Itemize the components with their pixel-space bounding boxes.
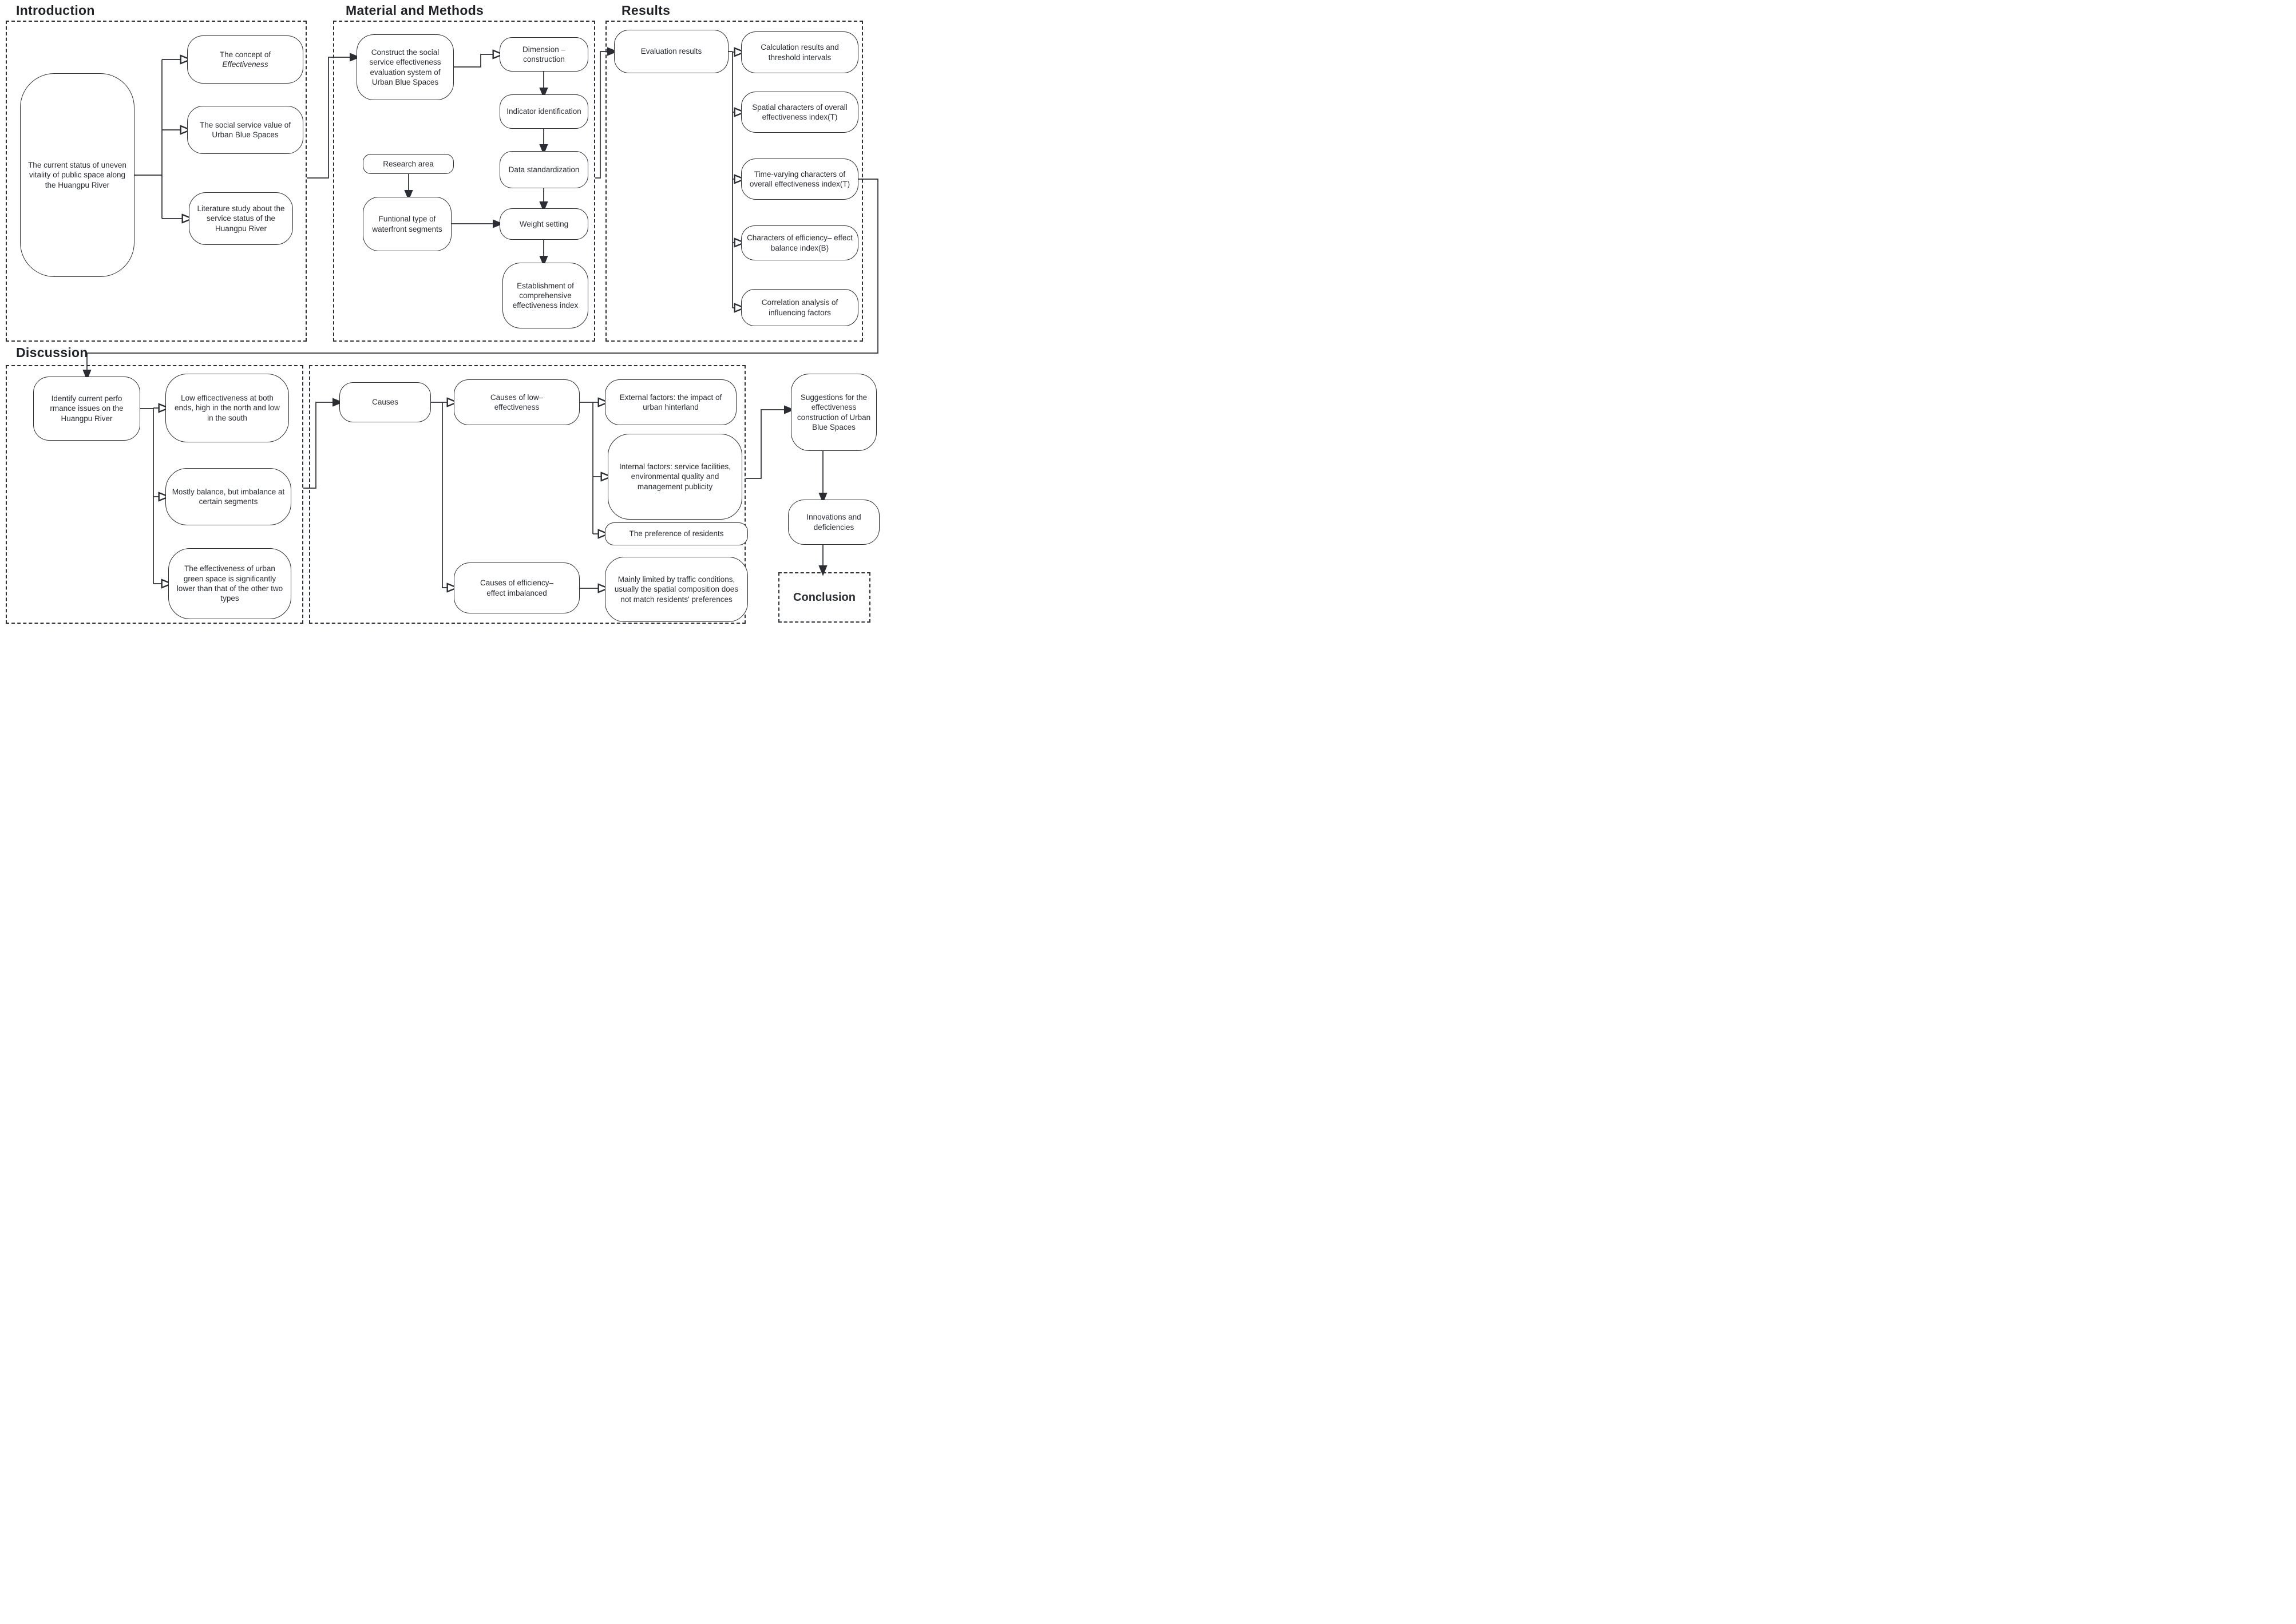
node-concept-of-effectiveness: The concept of Effectiveness [187, 35, 303, 84]
node-identify-issues: Identify current perfo rmance issues on … [33, 377, 140, 441]
concept-text-italic: Effectiveness [222, 60, 268, 69]
node-mostly-balance-finding: Mostly balance, but imbalance at certain… [165, 468, 291, 525]
node-weight-setting: Weight setting [500, 208, 588, 240]
introduction-section-border [6, 21, 307, 342]
node-causes: Causes [339, 382, 431, 422]
node-social-service-value: The social service value of Urban Blue S… [187, 106, 303, 154]
node-mainly-limited-traffic: Mainly limited by traffic conditions, us… [605, 557, 748, 622]
node-functional-type: Funtional type of waterfront segments [363, 197, 452, 251]
section-title-results: Results [621, 3, 671, 18]
node-data-standardization: Data standardization [500, 151, 588, 188]
node-dimension-construction: Dimension – construction [500, 37, 588, 72]
node-external-factors: External factors: the impact of urban hi… [605, 379, 737, 425]
node-innovations-deficiencies: Innovations and deficiencies [788, 500, 880, 545]
conclusion-section-border [778, 572, 870, 623]
node-evaluation-results: Evaluation results [614, 30, 729, 73]
concept-text: The concept of [219, 50, 271, 59]
flow-diagram: Introduction Material and Methods Result… [0, 0, 883, 625]
node-construct-evaluation-system: Construct the social service effectivene… [357, 34, 454, 100]
connector-lines [82, 47, 878, 625]
node-calculation-results: Calculation results and threshold interv… [741, 31, 858, 73]
section-title-introduction: Introduction [16, 3, 95, 18]
discussion-middle-section-border [309, 365, 746, 624]
node-internal-factors: Internal factors: service facilities, en… [608, 434, 742, 520]
node-balance-index-characters: Characters of efficiency– effect balance… [741, 225, 858, 260]
section-title-discussion: Discussion [16, 345, 88, 360]
node-research-area: Research area [363, 154, 454, 174]
section-title-material-methods: Material and Methods [346, 3, 484, 18]
node-correlation-analysis: Correlation analysis of influencing fact… [741, 289, 858, 326]
conclusion-label: Conclusion [793, 591, 856, 604]
node-establishment-index: Establishment of comprehensive effective… [502, 263, 588, 328]
material-methods-section-border [333, 21, 595, 342]
node-indicator-identification: Indicator identification [500, 94, 588, 129]
node-causes-of-efficiency-imbalance: Causes of efficiency– effect imbalanced [454, 563, 580, 613]
node-literature-study: Literature study about the service statu… [189, 192, 293, 245]
node-spatial-characters: Spatial characters of overall effectiven… [741, 92, 858, 133]
discussion-left-section-border [6, 365, 303, 624]
node-causes-of-low-effectiveness: Causes of low– effectiveness [454, 379, 580, 425]
node-low-effectiveness-finding: Low efficectiveness at both ends, high i… [165, 374, 289, 442]
node-preference-of-residents: The preference of residents [605, 522, 748, 545]
node-time-varying-characters: Time-varying characters of overall effec… [741, 159, 858, 200]
node-suggestions: Suggestions for the effectiveness constr… [791, 374, 877, 451]
results-section-border [605, 21, 863, 342]
node-green-space-finding: The effectiveness of urban green space i… [168, 548, 291, 619]
node-current-status: The current status of uneven vitality of… [20, 73, 134, 277]
